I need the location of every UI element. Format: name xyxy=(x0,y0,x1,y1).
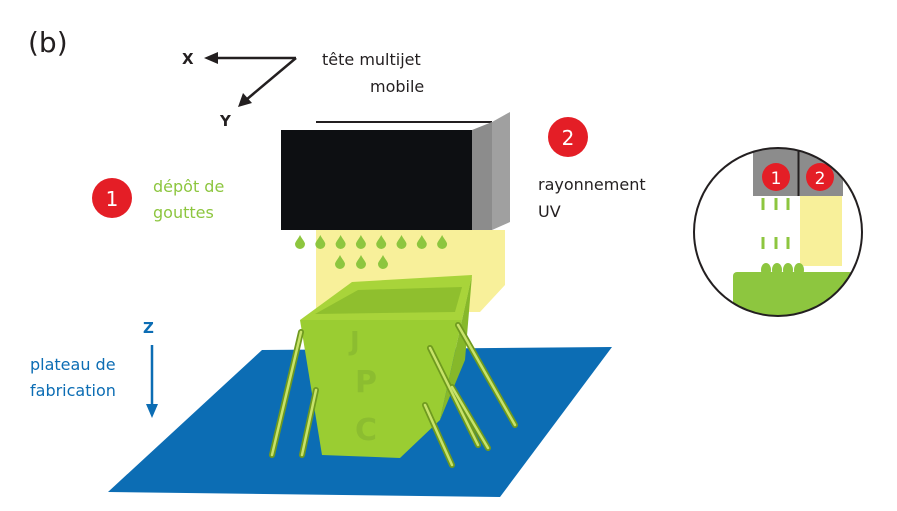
multijet-head xyxy=(281,112,510,230)
y-axis-arrow xyxy=(245,57,297,101)
step1-number: 1 xyxy=(106,187,119,211)
droplet-icon xyxy=(315,235,326,249)
x-axis-label: X xyxy=(182,50,194,68)
z-axis-label: Z xyxy=(143,319,154,337)
support-highlights xyxy=(270,323,517,467)
part-letter-j: J xyxy=(348,327,360,357)
panel-label: (b) xyxy=(28,26,68,59)
step2-label-line1: rayonnement xyxy=(538,175,646,194)
droplets xyxy=(295,235,448,269)
inset-uv-beam xyxy=(800,196,842,266)
step2-label-line2: UV xyxy=(538,202,561,221)
z-arrowhead-icon xyxy=(146,404,158,418)
inset-number-2: 2 xyxy=(815,169,826,189)
part-letter-p: P xyxy=(355,365,377,400)
x-arrowhead-icon xyxy=(204,52,218,64)
step2-badge xyxy=(548,117,588,157)
droplet-icon xyxy=(378,255,388,269)
plate-label-line1: plateau de xyxy=(30,355,116,374)
xy-axes xyxy=(204,52,297,107)
y-axis-label: Y xyxy=(219,112,232,130)
droplet-icon xyxy=(376,235,387,249)
droplet-icon xyxy=(295,235,305,249)
droplet-icon xyxy=(335,255,345,269)
head-label-line1: tête multijet xyxy=(322,50,421,69)
plate-label-line2: fabrication xyxy=(30,381,116,400)
droplet-icon xyxy=(396,235,407,249)
step1-label-line1: dépôt de xyxy=(153,177,224,196)
part-letter-c: C xyxy=(355,413,377,448)
step1-badge xyxy=(92,178,132,218)
step1-label-line2: gouttes xyxy=(153,203,214,222)
head-label-line2: mobile xyxy=(370,77,424,96)
droplet-icon xyxy=(416,235,427,249)
inset-number-1: 1 xyxy=(771,169,782,189)
droplet-icon xyxy=(356,255,366,269)
step2-number: 2 xyxy=(562,126,575,150)
droplet-icon xyxy=(437,235,448,249)
y-arrowhead-icon xyxy=(238,93,252,107)
inset-detail: 1 2 xyxy=(693,147,863,317)
droplet-icon xyxy=(355,235,366,249)
droplet-icon xyxy=(335,235,346,249)
